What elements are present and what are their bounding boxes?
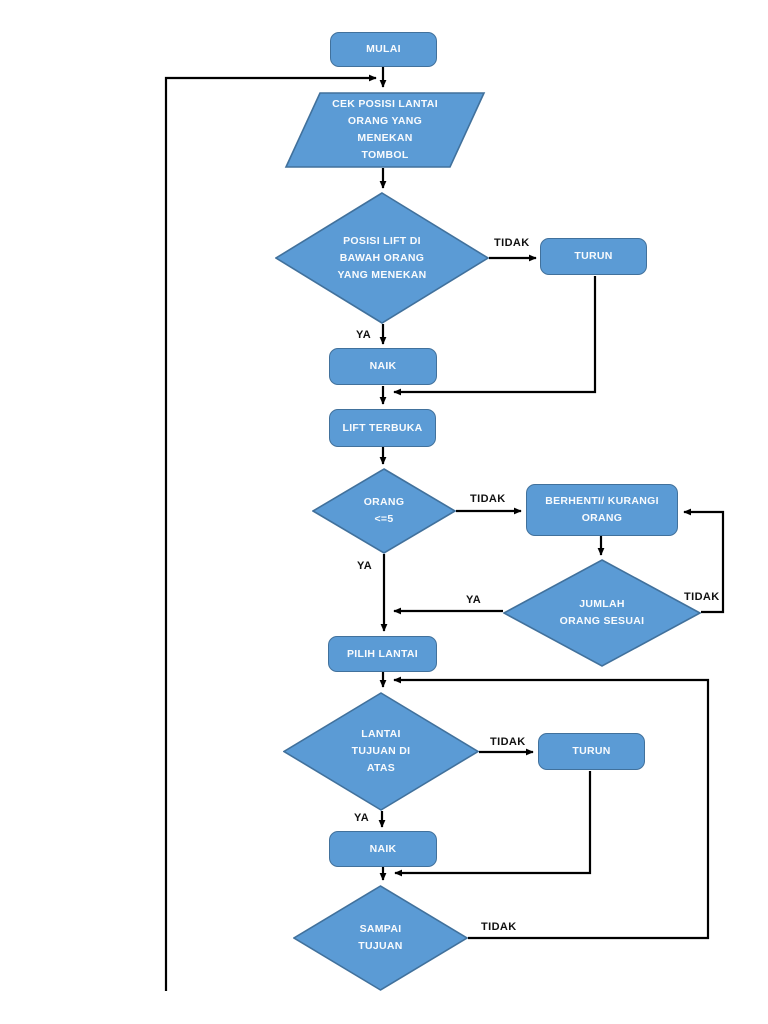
node-cek-posisi-label: CEK POSISI LANTAI ORANG YANG MENEKAN TOM… <box>332 98 438 161</box>
edge-label-ya-2: YA <box>357 560 373 572</box>
node-naik-1-label: NAIK <box>369 360 397 372</box>
node-cek-posisi-io: CEK POSISI LANTAI ORANG YANG MENEKAN TOM… <box>284 92 486 168</box>
diamond-shape <box>503 559 701 667</box>
edge-label-ya-4: YA <box>354 812 370 824</box>
node-posisi-lift-label: POSISI LIFT DI BAWAH ORANG YANG MENEKAN <box>337 234 427 281</box>
node-posisi-lift-decision: POSISI LIFT DI BAWAH ORANG YANG MENEKAN <box>275 192 489 324</box>
edge-label-tidak-3: TIDAK <box>684 591 720 603</box>
node-berhenti-kurangi: BERHENTI/ KURANGI ORANG <box>526 484 678 536</box>
node-sampai-decision: SAMPAI TUJUAN <box>293 885 468 991</box>
edge-label-tidak-5: TIDAK <box>481 921 517 933</box>
edge-turun1-return <box>393 276 597 396</box>
node-pilih-lantai: PILIH LANTAI <box>328 636 437 672</box>
edge-sampai-tidak-loop <box>393 676 710 940</box>
node-orang-lima-label: ORANG <=5 <box>363 496 405 525</box>
node-pilih-lantai-label: PILIH LANTAI <box>346 647 419 660</box>
node-lift-terbuka-label: LIFT TERBUKA <box>342 421 423 434</box>
node-lantai-tujuan-label: LANTAI TUJUAN DI ATAS <box>351 728 411 774</box>
edge-label-ya-3: YA <box>466 594 482 606</box>
edge-label-tidak-2: TIDAK <box>470 493 506 505</box>
edge-label-ya-1: YA <box>356 329 372 341</box>
edge-label-tidak-4: TIDAK <box>490 736 526 748</box>
diamond-shape <box>275 192 489 324</box>
diamond-shape <box>312 468 456 554</box>
edge-turun2-return <box>394 771 592 877</box>
node-turun-2: TURUN <box>538 733 645 770</box>
node-jumlah-label: JUMLAH ORANG SESUAI <box>559 598 645 627</box>
node-lift-terbuka: LIFT TERBUKA <box>329 409 436 447</box>
node-naik-2: NAIK <box>329 831 437 867</box>
node-mulai-label: MULAI <box>366 43 401 55</box>
node-naik-1: NAIK <box>329 348 437 385</box>
node-turun-2-label: TURUN <box>572 745 611 757</box>
edge-jumlah-tidak-to-berhenti <box>683 508 725 614</box>
node-turun-1-label: TURUN <box>574 250 613 262</box>
node-lantai-tujuan-decision: LANTAI TUJUAN DI ATAS <box>283 692 479 811</box>
diamond-shape <box>293 885 468 991</box>
parallelogram-shape <box>284 92 486 168</box>
edge-restart-loop <box>164 74 377 991</box>
node-jumlah-decision: JUMLAH ORANG SESUAI <box>503 559 701 667</box>
edge-label-tidak-1: TIDAK <box>494 237 530 249</box>
node-naik-2-label: NAIK <box>369 842 397 855</box>
diamond-shape <box>283 692 479 811</box>
node-berhenti-kurangi-label: BERHENTI/ KURANGI ORANG <box>545 495 659 524</box>
node-mulai-start: MULAI <box>330 32 437 67</box>
node-sampai-label: SAMPAI TUJUAN <box>358 923 403 952</box>
node-turun-1: TURUN <box>540 238 647 275</box>
node-orang-lima-decision: ORANG <=5 <box>312 468 456 554</box>
